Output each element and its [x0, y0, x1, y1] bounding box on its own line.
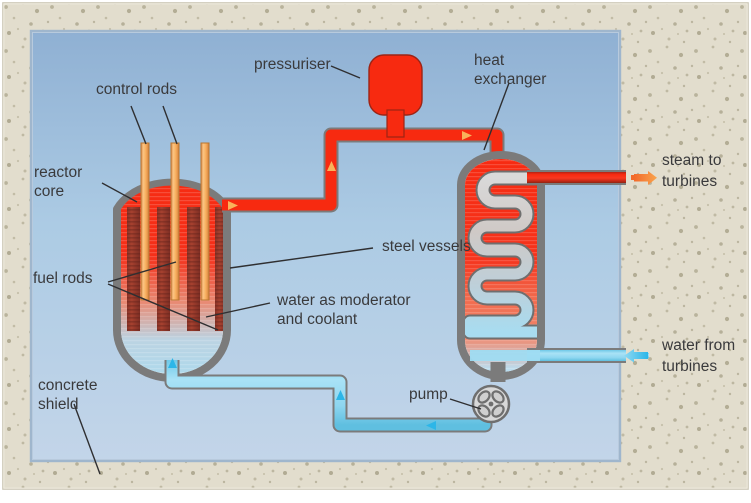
label-pump: pump	[409, 386, 448, 403]
label-steam-to-turbines: steam to turbines	[662, 152, 721, 190]
fuel-rod-group	[127, 207, 223, 331]
label-pressuriser: pressuriser	[254, 56, 331, 73]
cold-flow-arrow	[168, 358, 436, 430]
label-heat-exchanger-line1: heat	[474, 52, 505, 69]
hx-inlet-band	[470, 350, 540, 361]
steam-outlet-pipe	[527, 170, 626, 185]
leader-lines	[73, 65, 510, 475]
heat-exchanger-coil	[465, 170, 537, 340]
label-water-moderator: water as moderator and coolant	[276, 292, 411, 328]
pump[interactable]	[471, 384, 511, 424]
label-fuel-rods: fuel rods	[33, 270, 93, 287]
label-water-line2: turbines	[662, 358, 717, 375]
label-reactor-core: reactor core	[34, 164, 82, 200]
label-heat-exchanger-line2: exchanger	[474, 71, 546, 88]
heat-exchanger[interactable]	[455, 150, 580, 385]
hot-flow-arrow	[228, 131, 472, 210]
label-concrete-shield-line2: shield	[38, 396, 79, 413]
label-steam-line2: turbines	[662, 173, 717, 190]
label-reactor-core-line2: core	[34, 183, 64, 200]
label-steel-vessels-text: steel vessels	[382, 238, 471, 255]
label-water-from-turbines: water from turbines	[661, 337, 735, 375]
water-inlet-pipe	[527, 348, 626, 363]
label-concrete-shield: concrete shield	[38, 377, 97, 413]
label-water-moderator-line2: and coolant	[277, 311, 358, 328]
steam-to-turbines-arrow	[631, 171, 657, 185]
label-control-rods-text: control rods	[96, 81, 177, 98]
label-concrete-shield-line1: concrete	[38, 377, 97, 394]
reactor-vessel[interactable]	[110, 142, 240, 390]
label-water-line1: water from	[661, 337, 735, 354]
label-control-rods: control rods	[96, 81, 177, 98]
label-pressuriser-text: pressuriser	[254, 56, 331, 73]
label-steel-vessels: steel vessels	[382, 238, 471, 255]
pressuriser[interactable]	[368, 54, 423, 138]
hot-leg-pipe	[222, 127, 505, 213]
label-fuel-rods-text: fuel rods	[33, 270, 93, 287]
label-heat-exchanger: heat exchanger	[474, 52, 546, 88]
water-from-turbines-arrow	[624, 349, 649, 363]
label-steam-line1: steam to	[662, 152, 721, 169]
label-pump-text: pump	[409, 386, 448, 403]
label-reactor-core-line1: reactor	[34, 164, 82, 181]
label-water-moderator-line1: water as moderator	[276, 292, 411, 309]
